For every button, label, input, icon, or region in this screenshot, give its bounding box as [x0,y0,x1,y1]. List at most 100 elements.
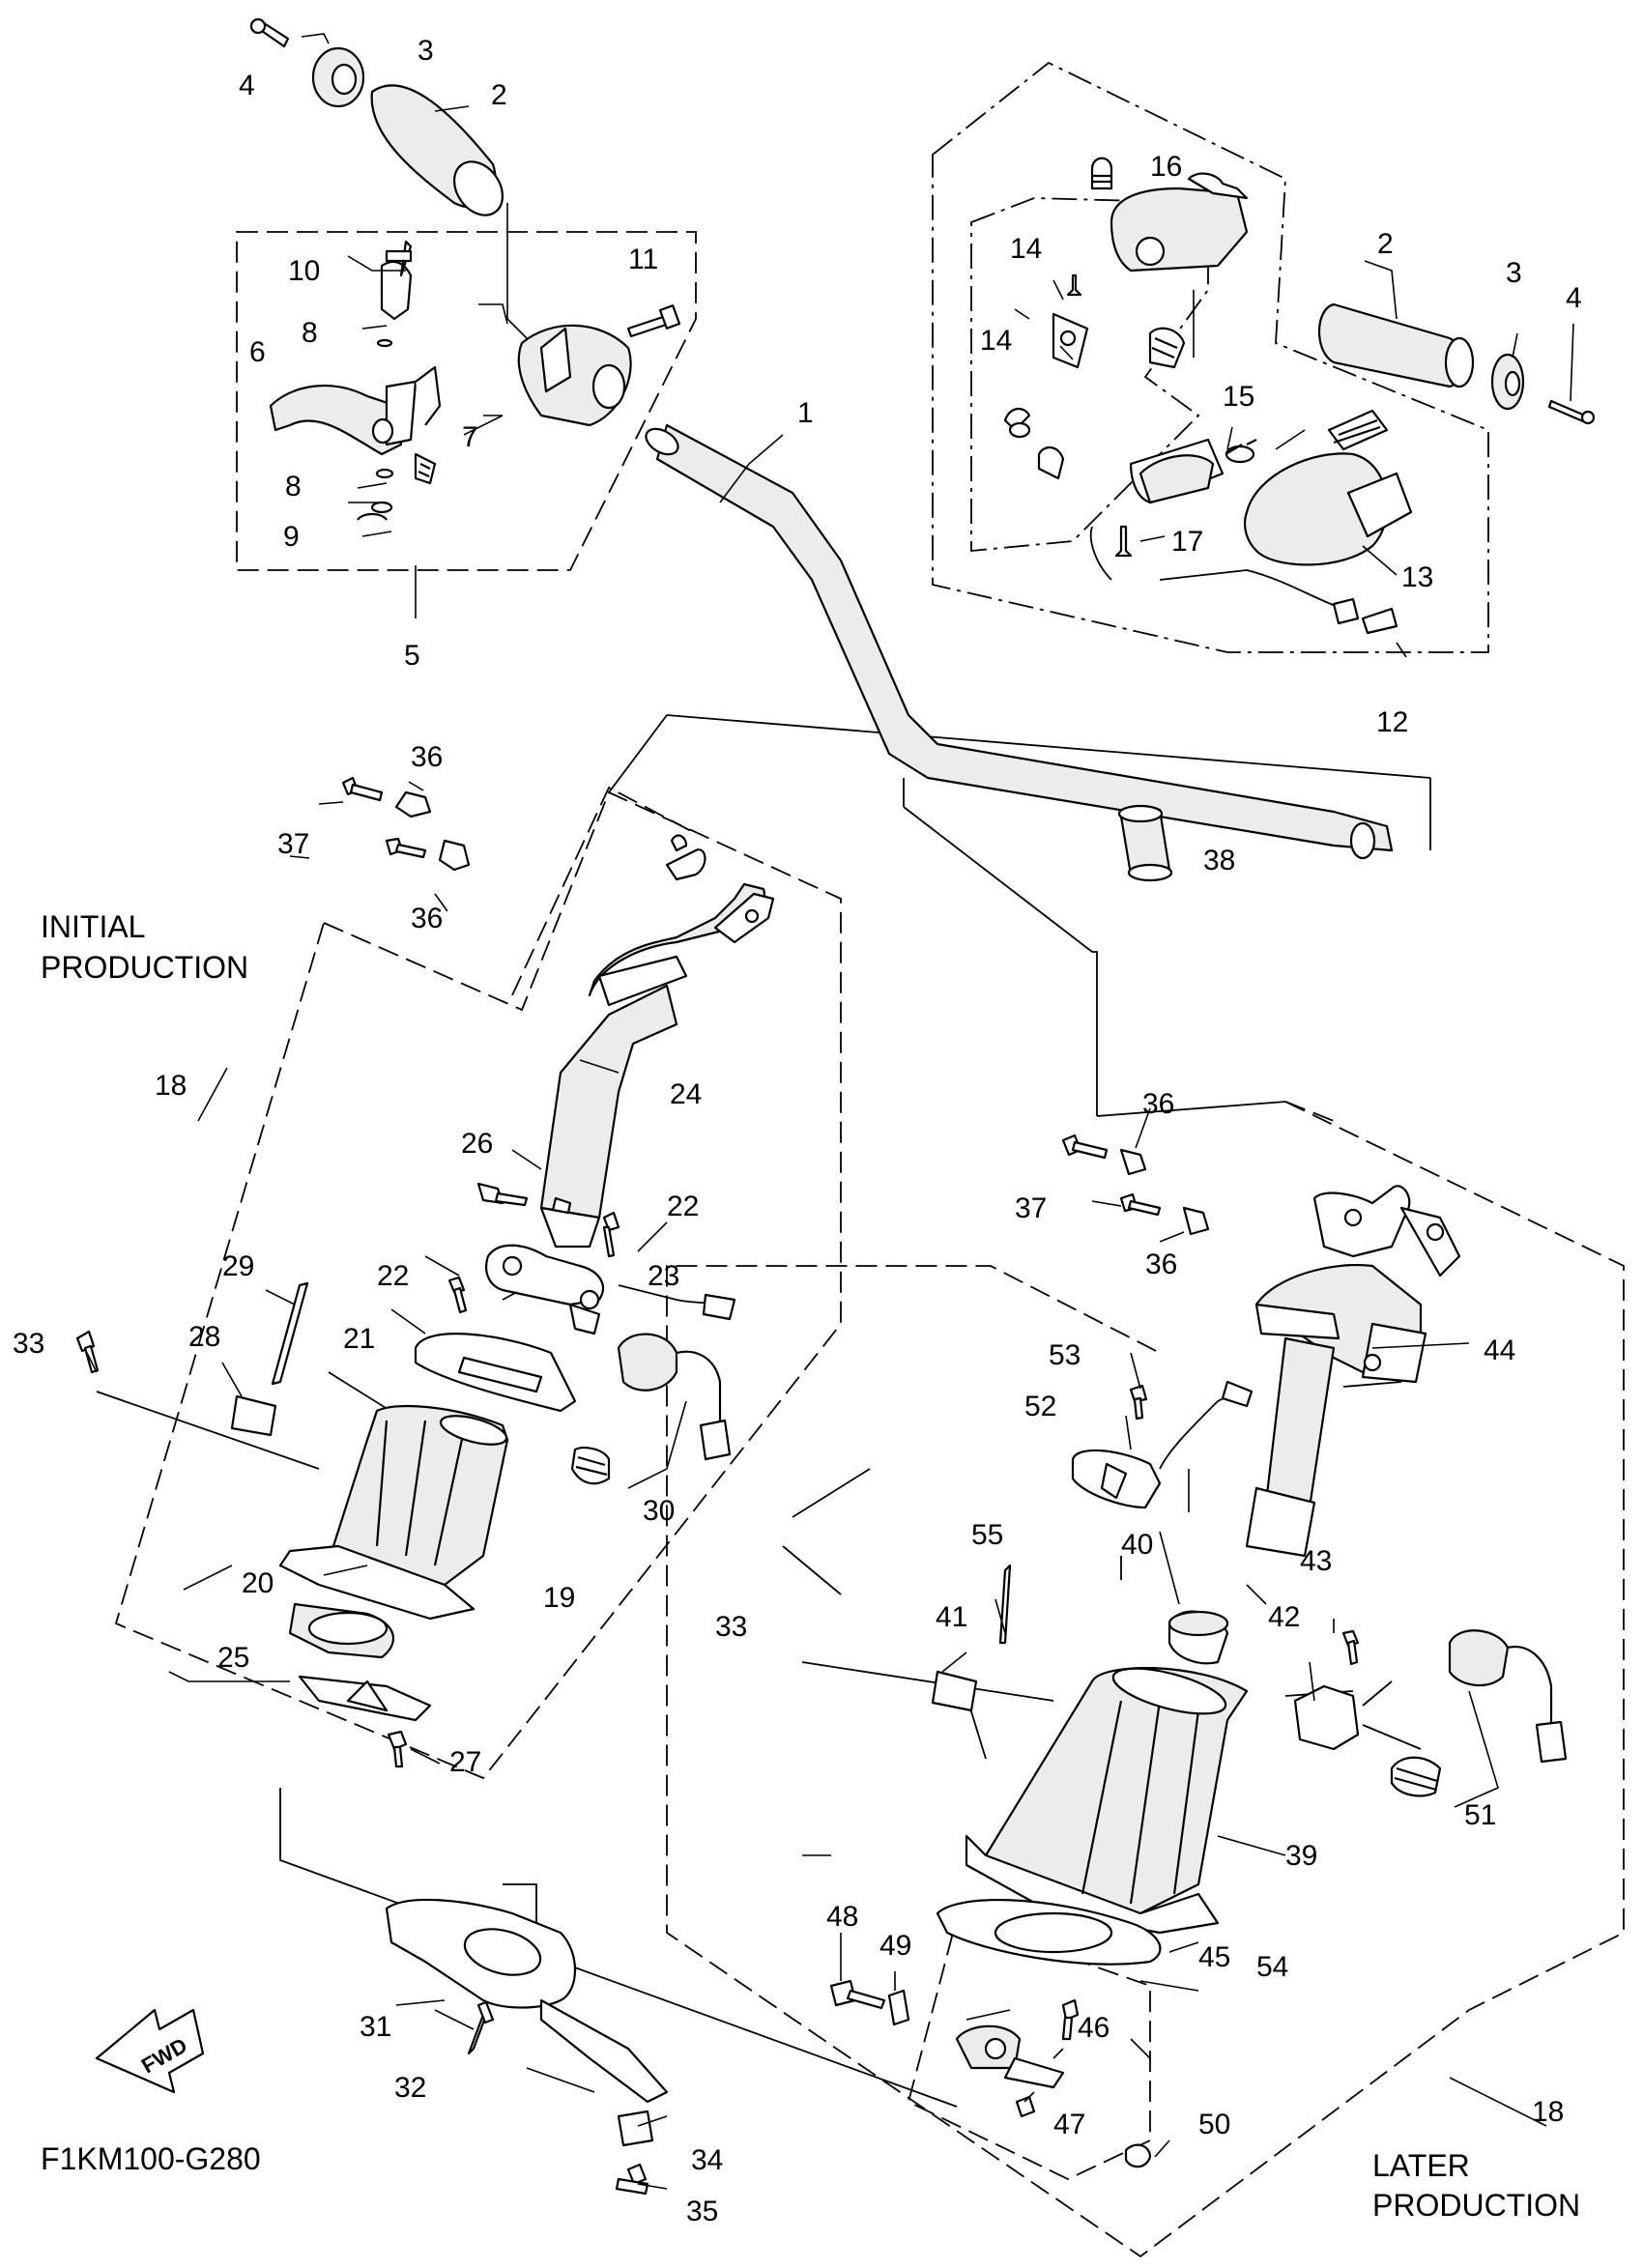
callout-30: 30 [643,1495,675,1527]
callout-4: 4 [239,70,255,101]
group-12-boundary [932,61,1489,653]
callout-4: 4 [1566,282,1582,314]
callout-17: 17 [1171,526,1203,558]
leader-lines [86,33,1574,2190]
callout-33: 33 [715,1611,747,1643]
callout-47: 47 [1053,2109,1085,2140]
pad-to-steering-connector [279,1788,958,2108]
callout-29: 29 [222,1250,254,1282]
callout-37: 37 [1015,1192,1047,1224]
callout-2: 2 [1377,228,1394,260]
callout-44: 44 [1484,1335,1515,1366]
callout-8: 8 [302,317,318,349]
callout-49: 49 [879,1930,911,1962]
initial-steering-housing [75,1281,509,1768]
callout-51: 51 [1464,1799,1496,1831]
callout-20: 20 [242,1567,274,1599]
callout-39: 39 [1285,1840,1317,1872]
later-production-caption-line1: LATER [1372,2148,1470,2183]
callout-9: 9 [283,521,300,553]
callout-14: 14 [980,325,1012,357]
callout-48: 48 [826,1901,858,1933]
callout-14: 14 [1010,233,1042,265]
group-12-inner-boundary [970,197,1209,552]
callout-26: 26 [461,1128,493,1160]
left-grip-parts [249,17,542,354]
callout-52: 52 [1024,1391,1056,1422]
callout-25: 25 [217,1642,249,1674]
callout-55: 55 [971,1519,1003,1551]
callout-31: 31 [360,2011,391,2043]
callout-22: 22 [667,1191,699,1222]
handlebar [645,423,1394,860]
callout-16: 16 [1150,151,1182,183]
initial-production-caption-line2: PRODUCTION [41,950,248,985]
later-steering-column [1061,1134,1461,1558]
throttle-lever-assembly [269,240,681,521]
callout-36: 36 [1145,1249,1177,1280]
start-stop-switch-assembly [1003,157,1413,635]
callout-54: 54 [1256,1951,1288,1983]
initial-production-boundary [114,790,842,1780]
callout-12: 12 [1376,706,1408,738]
callout-19: 19 [543,1582,575,1614]
initial-steering-inner-boundary [511,786,692,996]
later-steering-sensor-parts [931,1380,1568,1808]
callout-6: 6 [249,336,266,368]
callout-23: 23 [648,1260,679,1292]
callout-40: 40 [1121,1529,1153,1561]
callout-32: 32 [394,2072,426,2104]
handlebar-collar [1117,804,1173,882]
callout-38: 38 [1203,845,1235,876]
callout-13: 13 [1401,561,1433,593]
callout-18: 18 [1532,2096,1564,2128]
callout-42: 42 [1268,1601,1300,1633]
callout-46: 46 [1078,2012,1110,2044]
initial-steering-sensor-parts [414,1211,736,1489]
later-column-inner-boundary [1284,1101,1335,1122]
callout-41: 41 [936,1601,967,1633]
callout-36: 36 [1142,1088,1174,1120]
callout-22: 22 [377,1260,409,1292]
right-grip-parts [1317,302,1596,425]
callout-labels: 1 2 2 3 3 4 4 5 6 7 8 8 9 10 11 12 13 14… [13,35,1582,2227]
bottom-pad-assembly [385,1898,669,2196]
callout-27: 27 [449,1746,481,1778]
callout-18: 18 [155,1070,187,1102]
initial-steering-column [341,776,775,1249]
callout-11: 11 [628,244,658,275]
callout-53: 53 [1049,1339,1081,1371]
callout-43: 43 [1300,1545,1332,1577]
callout-10: 10 [288,255,320,287]
diagram-code: F1KM100-G280 [41,2141,261,2176]
callout-28: 28 [188,1321,220,1353]
later-steering-linkage [829,1979,1152,2168]
later-production-caption-line2: PRODUCTION [1372,2188,1580,2223]
callout-50: 50 [1198,2109,1230,2140]
group-45-boundary [907,1916,1151,2180]
callout-24: 24 [670,1078,702,1110]
later-production-boundary [666,1101,1625,2258]
later-steering-housing [936,1666,1249,1966]
callout-34: 34 [691,2144,723,2176]
fwd-arrow-icon: FWD [95,2008,205,2094]
callout-2: 2 [491,79,507,111]
callout-15: 15 [1223,381,1254,413]
callout-37: 37 [277,828,309,860]
callout-36: 36 [411,903,443,934]
callout-5: 5 [404,640,420,672]
initial-production-caption-line1: INITIAL [41,909,145,944]
callout-1: 1 [797,397,814,429]
callout-8: 8 [285,471,302,502]
callout-7: 7 [462,421,478,453]
callout-36: 36 [411,741,443,773]
callout-3: 3 [418,35,434,67]
callout-45: 45 [1198,1941,1230,1973]
callout-3: 3 [1506,257,1522,289]
group-5-boundary [236,231,697,571]
callout-35: 35 [686,2196,718,2227]
handlebar-branch-connector [608,714,1431,1117]
callout-33: 33 [13,1328,44,1360]
